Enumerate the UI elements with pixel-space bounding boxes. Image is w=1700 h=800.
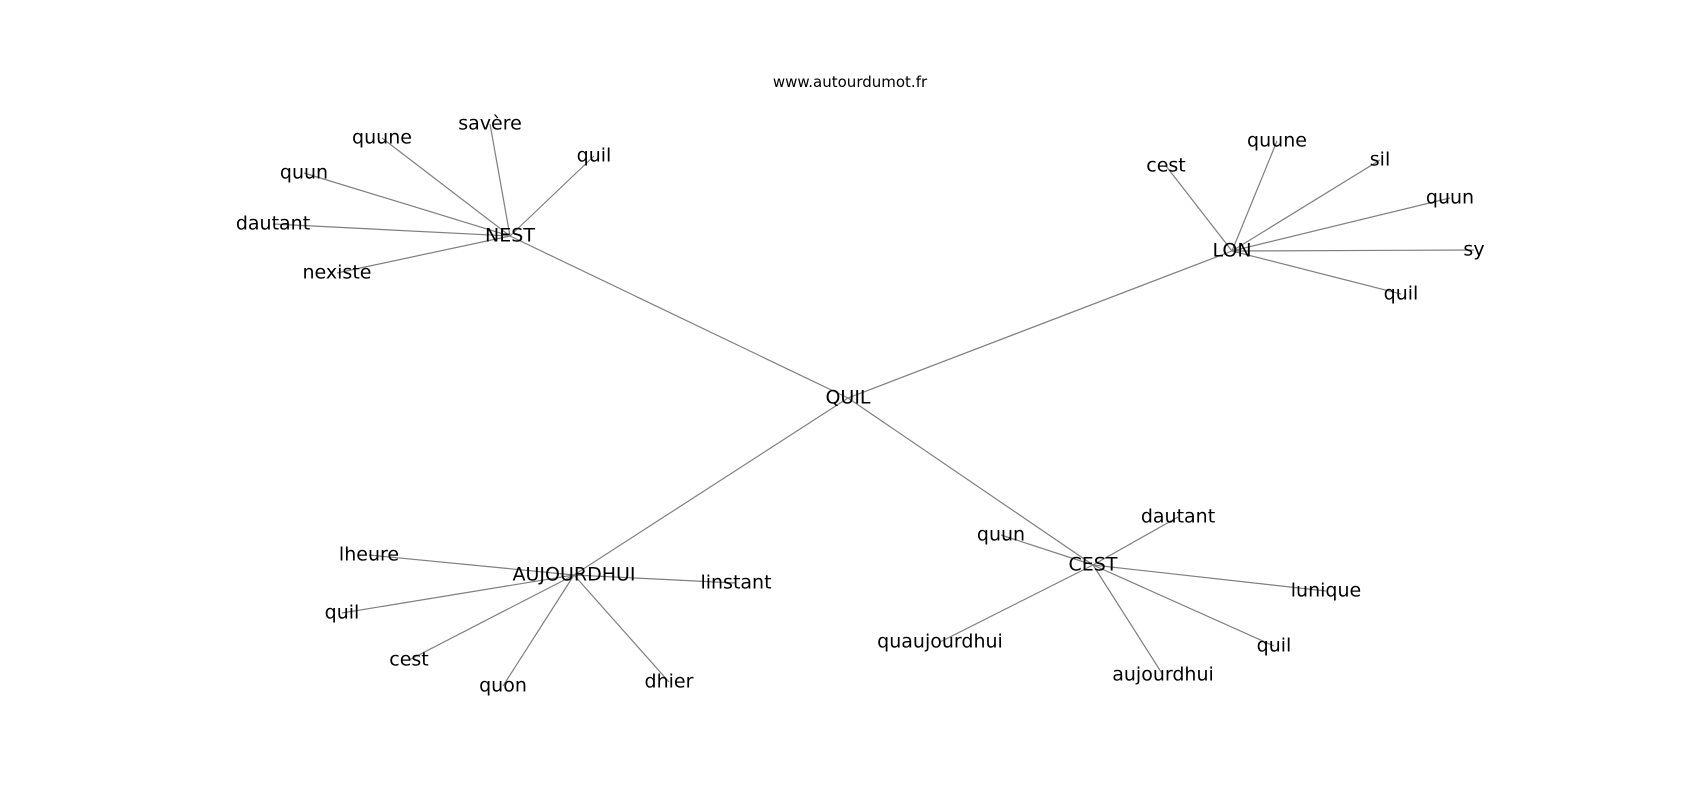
leaf-node[interactable]: savère: [458, 112, 522, 135]
edge-aujourdhui-leaf: [408, 574, 575, 661]
leaf-node[interactable]: quil: [576, 144, 612, 167]
edge-cest-leaf: [1092, 564, 1327, 592]
edge-aujourdhui-leaf: [368, 554, 575, 576]
leaf-node[interactable]: quune: [352, 126, 412, 149]
edge-center-aujourdhui: [573, 397, 849, 576]
leaf-node[interactable]: quun: [976, 523, 1026, 546]
hub-node-lon[interactable]: LON: [1212, 239, 1252, 262]
hub-node-cest[interactable]: CEST: [1068, 553, 1118, 576]
leaf-node[interactable]: quil: [1383, 282, 1419, 305]
edge-cest-leaf: [1000, 534, 1094, 566]
leaf-node[interactable]: quun: [279, 161, 329, 184]
leaf-node[interactable]: aujourdhui: [1112, 663, 1214, 686]
edge-aujourdhui-leaf: [573, 574, 670, 683]
hub-node-aujourdhui[interactable]: AUJOURDHUI: [512, 563, 636, 586]
leaf-node[interactable]: cest: [1146, 154, 1186, 177]
edge-aujourdhui-leaf: [341, 574, 575, 614]
hub-node-nest[interactable]: NEST: [485, 224, 535, 247]
edge-lon-leaf: [1231, 159, 1381, 252]
center-node[interactable]: QUIL: [825, 386, 871, 409]
leaf-node[interactable]: cest: [389, 648, 429, 671]
leaf-node[interactable]: quil: [1256, 634, 1292, 657]
edge-cest-leaf: [1092, 564, 1275, 647]
edge-center-cest: [847, 397, 1094, 566]
edge-lon-leaf: [1231, 250, 1402, 295]
edge-cest-leaf: [1092, 516, 1179, 566]
edge-aujourdhui-leaf: [573, 574, 737, 584]
edge-nest-leaf: [509, 155, 595, 237]
edge-lon-leaf: [1231, 249, 1475, 252]
leaf-node[interactable]: quaujourdhui: [877, 630, 1003, 653]
edge-cest-leaf: [939, 564, 1094, 643]
leaf-node[interactable]: nexiste: [302, 261, 372, 284]
leaf-node[interactable]: sy: [1463, 238, 1485, 261]
edge-cest-leaf: [1092, 564, 1164, 676]
leaf-node[interactable]: dhier: [644, 670, 694, 693]
leaf-node[interactable]: quun: [1425, 186, 1475, 209]
edge-lon-leaf: [1165, 165, 1233, 252]
leaf-node[interactable]: sil: [1369, 148, 1391, 171]
edge-nest-leaf: [272, 223, 511, 237]
edge-nest-leaf: [489, 123, 511, 237]
leaf-node[interactable]: quune: [1247, 129, 1307, 152]
edge-lon-leaf: [1231, 140, 1278, 252]
leaf-node[interactable]: quon: [479, 674, 527, 697]
edge-nest-leaf: [303, 172, 511, 237]
leaf-node[interactable]: lheure: [338, 543, 400, 566]
leaf-node[interactable]: dautant: [1140, 505, 1216, 528]
edge-aujourdhui-leaf: [502, 574, 575, 687]
edge-center-lon: [847, 250, 1233, 399]
edge-lon-leaf: [1231, 197, 1451, 252]
leaf-node[interactable]: dautant: [235, 212, 311, 235]
leaf-node[interactable]: linstant: [700, 571, 772, 594]
edge-nest-leaf: [381, 137, 511, 237]
site-label: www.autourdumot.fr: [772, 73, 928, 91]
leaf-node[interactable]: lunique: [1290, 579, 1362, 602]
leaf-node[interactable]: quil: [324, 601, 360, 624]
edge-nest-leaf: [336, 235, 511, 274]
edge-center-nest: [509, 235, 849, 399]
